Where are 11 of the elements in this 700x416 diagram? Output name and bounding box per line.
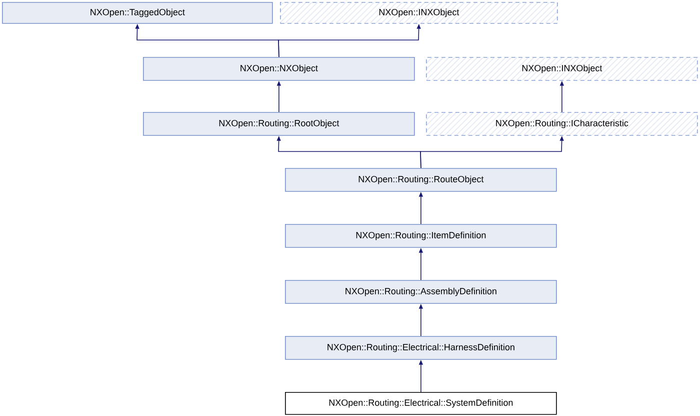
class-box: NXOpen::INXObject [280,2,558,24]
class-box: NXOpen::Routing::Electrical::HarnessDefinition [285,336,557,360]
class-box: NXOpen::Routing::AssemblyDefinition [285,280,557,304]
class-box: NXOpen::TaggedObject [2,2,273,24]
class-box: NXOpen::Routing::RouteObject [285,168,557,192]
class-box: NXOpen::Routing::Electrical::SystemDefinition [285,392,557,415]
class-box: NXOpen::INXObject [426,57,698,81]
class-box: NXOpen::NXObject [143,57,415,81]
class-box: NXOpen::Routing::ICharacteristic [426,112,698,136]
class-box: NXOpen::Routing::RootObject [143,112,415,136]
class-box: NXOpen::Routing::ItemDefinition [285,224,557,248]
